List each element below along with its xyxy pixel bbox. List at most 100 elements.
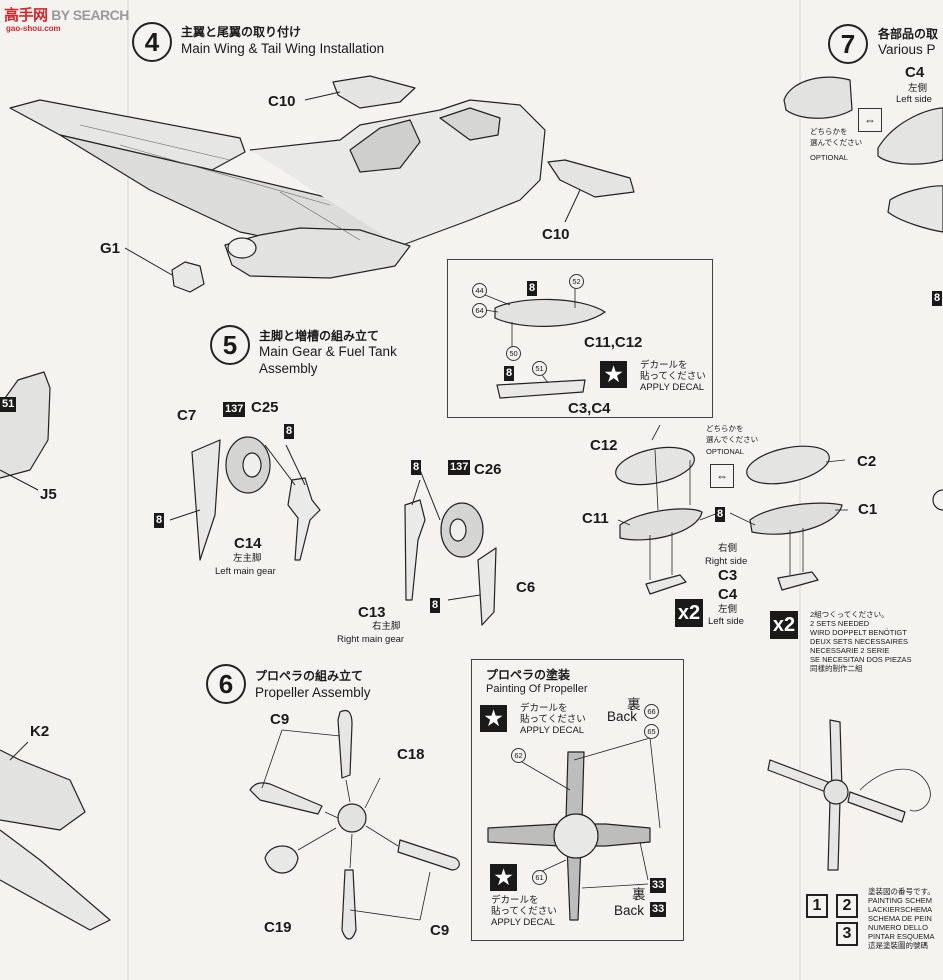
decal-number-61: 61 [532, 870, 547, 885]
step-5-title-en-1: Main Gear & Fuel Tank [259, 344, 397, 359]
badge-8-left-b: 8 [154, 513, 165, 528]
part-label-c4: C4 [718, 586, 738, 603]
part-label-c14: C14 [234, 535, 262, 552]
part-label-c9-top: C9 [270, 711, 290, 728]
part-label-c3: C3 [718, 567, 738, 584]
part-label-c18: C18 [397, 746, 425, 763]
badge-8-right: 8 [411, 460, 422, 475]
step-7-opt-en: OPTIONAL [810, 153, 848, 162]
sets-needed-text: 2組つくってください。 2 SETS NEEDED WIRD DOPPELT B… [810, 610, 943, 673]
schema-number-2: 2 [836, 894, 858, 918]
tank-optional-jp1: どちらかを [706, 424, 744, 433]
step-7-left-jp: 左側 [908, 83, 928, 94]
c13-caption-jp: 右主脚 [372, 621, 401, 632]
sets-line-5: SE NECESITAN DOS PIEZAS [810, 655, 912, 664]
schema-number-1: 1 [806, 894, 828, 918]
watermark-brand-en: BY SEARCH [51, 7, 129, 23]
part-label-c11-c12: C11,C12 [584, 334, 643, 351]
schema-line-0: 塗装図の番号です。 [868, 887, 935, 896]
step-6-number: 6 [206, 664, 246, 704]
sets-line-4: NECESSARIE 2 SERIE [810, 646, 890, 655]
step-7-left-en: Left side [896, 94, 932, 105]
step-7-part-c4: C4 [905, 64, 925, 81]
step-4-title-en: Main Wing & Tail Wing Installation [181, 41, 385, 56]
prop-paint-title-jp: プロペラの塗装 [486, 668, 571, 682]
g1-part [171, 261, 205, 293]
part-label-c11: C11 [582, 510, 609, 527]
decal-number-65: 65 [644, 724, 659, 739]
tank-optional-en: OPTIONAL [706, 447, 744, 456]
step-7-title-en: Various P [878, 42, 936, 57]
decal-number-33-a: 33 [650, 878, 667, 893]
prop-decal-jp1: デカールを [520, 703, 568, 714]
part-label-c7: C7 [177, 407, 197, 424]
sets-line-1: 2 SETS NEEDED [810, 619, 870, 628]
decal-number-64: 64 [472, 303, 487, 318]
c10-top-part [332, 75, 416, 109]
prop-decal-star-icon-2: ★ [490, 864, 517, 891]
sets-line-6: 同樣的制作二組 [810, 664, 863, 673]
c14-caption-en: Left main gear [215, 566, 276, 577]
part-label-c10-right: C10 [542, 226, 570, 243]
part-label-c10-top: C10 [268, 93, 296, 110]
aircraft-drawing [9, 99, 546, 279]
prop-decal-star-icon: ★ [480, 705, 507, 732]
swap-arrows-icon: ⇔ [710, 464, 734, 488]
schema-line-1: PAINTING SCHEM [868, 896, 933, 905]
sets-line-2: WIRD DOPPELT BENÖTIGT [810, 628, 907, 637]
part-label-c9-bottom: C9 [430, 922, 450, 939]
decal-number-66: 66 [644, 704, 659, 719]
c14-caption-jp: 左主脚 [233, 553, 262, 564]
prop-back-jp: 裏 [627, 697, 641, 712]
schema-line-5: PINTAR ESQUEMA [868, 932, 935, 941]
prop-back2-jp: 裏 [632, 887, 646, 902]
part-label-g1: G1 [100, 240, 121, 257]
tank-left-en: Left side [708, 616, 744, 627]
decal-number-33-b: 33 [650, 902, 667, 917]
decal-number-62: 62 [511, 748, 526, 763]
schema-line-2: LACKIERSCHEMA [868, 905, 933, 914]
left-badge-51: 51 [0, 397, 17, 412]
step-5-title-jp: 主脚と増槽の組み立て [259, 329, 380, 343]
step-4-title-jp: 主翼と尾翼の取り付け [181, 25, 302, 39]
prop-decal-en: APPLY DECAL [520, 725, 585, 736]
c13-caption-en: Right main gear [337, 634, 405, 645]
part-label-j5: J5 [40, 486, 57, 503]
prop-decal-jp2: 貼ってください [520, 714, 586, 725]
tank-right-en: Right side [705, 556, 748, 567]
sets-line-0: 2組つくってください。 [810, 610, 889, 619]
watermark-brand-cn: 高手网 [4, 7, 48, 24]
step-5-number: 5 [210, 325, 250, 365]
sets-line-3: DEUX SETS NECESSAIRES [810, 637, 908, 646]
step-7-title-jp: 各部品の取 [878, 27, 939, 41]
part-label-c25: C25 [251, 399, 279, 416]
part-label-c13: C13 [358, 604, 386, 621]
decal-number-44: 44 [472, 283, 487, 298]
schema-line-3: SCHEMA DE PEIN [868, 914, 932, 923]
decal-text-en: APPLY DECAL [640, 382, 705, 393]
tank-left-jp: 左側 [718, 604, 738, 615]
decal-number-50: 50 [506, 346, 521, 361]
part-label-c12: C12 [590, 437, 618, 454]
tank-badge-8: 8 [715, 507, 726, 522]
step-6-title-en: Propeller Assembly [255, 685, 371, 700]
schema-text: 塗装図の番号です。 PAINTING SCHEM LACKIERSCHEMA S… [868, 887, 943, 950]
prop-decal2-en: APPLY DECAL [491, 917, 556, 928]
step-7-swap-icon: ⇔ [858, 108, 882, 132]
decal-number-52: 52 [569, 274, 584, 289]
prop-decal2-jp2: 貼ってください [491, 906, 557, 917]
decal-text-jp1: デカールを [640, 360, 688, 371]
decal-number-51: 51 [532, 361, 547, 376]
step-7-badge-8: 8 [932, 291, 943, 306]
paint-badge-8b: 8 [504, 366, 515, 381]
part-label-c26: C26 [474, 461, 502, 478]
part-label-c6: C6 [516, 579, 536, 596]
paint-badge-8a: 8 [527, 281, 538, 296]
watermark-logo: 高手网 BY SEARCH [4, 4, 129, 25]
step-7-opt-jp1: どちらかを [810, 127, 848, 136]
badge-137-right: 137 [448, 460, 471, 475]
decal-text-jp2: 貼ってください [640, 371, 706, 382]
schema-line-6: 這是塗裝圖的號碼 [868, 941, 928, 950]
